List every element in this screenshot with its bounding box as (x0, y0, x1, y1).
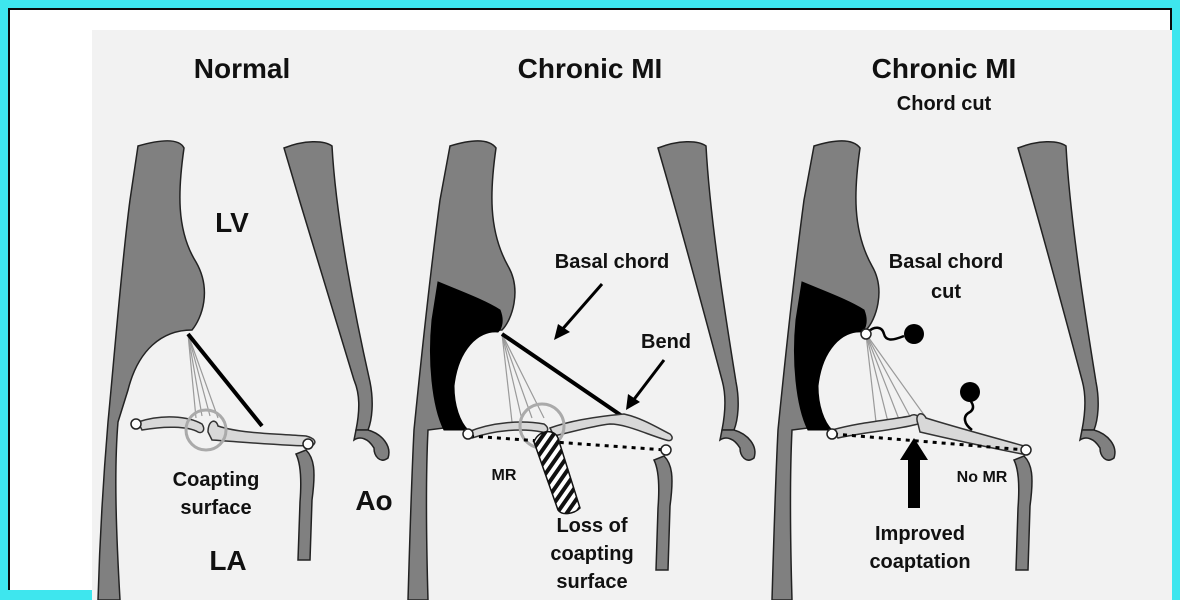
chordae-normal (188, 334, 218, 418)
anterior-leaflet (550, 414, 672, 441)
chord-stump-end (904, 324, 924, 344)
coapting-label: Coapting (173, 469, 260, 491)
up-arrow-icon (900, 438, 928, 508)
basal-chord-cut-label: cut (931, 281, 961, 303)
papillary-tip (861, 329, 871, 339)
lv-posterior-wall (408, 141, 515, 600)
panel-title: Chronic MI (518, 53, 663, 84)
improved-label: Improved (875, 523, 965, 545)
annulus-point (131, 419, 141, 429)
bend-label: Bend (641, 331, 691, 353)
panel-chord-cut: Chronic MI Chord cut Basal chord cut No … (772, 53, 1115, 600)
la-wall (654, 456, 672, 570)
panel-chronic-mi: Chronic MI Basal chord Bend MR Loss of c… (408, 53, 755, 600)
ao-label: Ao (355, 485, 392, 516)
aortic-wall (658, 142, 738, 430)
basal-chord-label: Basal chord (555, 251, 669, 273)
loss-label: Loss of (556, 515, 627, 537)
figure-frame: Normal LV Coapting surface Ao LA (8, 8, 1172, 590)
basal-chord-cut-label: Basal chord (889, 251, 1003, 273)
annulus-point (303, 439, 313, 449)
basal-chord-tethered (502, 334, 622, 416)
panel-subtitle: Chord cut (897, 93, 992, 115)
mr-jet-icon (534, 432, 580, 514)
anterior-leaflet (917, 414, 1029, 454)
panel-title: Chronic MI (872, 53, 1017, 84)
chord-stump-end (960, 382, 980, 402)
lv-label: LV (215, 207, 249, 238)
aortic-root (354, 430, 389, 460)
improved-label: coaptation (869, 551, 970, 573)
aortic-root (1080, 430, 1115, 460)
arrow-icon (626, 360, 664, 410)
panel-normal: Normal LV Coapting surface Ao LA (98, 53, 393, 600)
annulus-point (661, 445, 671, 455)
lv-posterior-wall (98, 141, 204, 600)
la-wall (296, 450, 314, 560)
posterior-leaflet (138, 417, 204, 433)
arrow-icon (554, 284, 602, 340)
cut-chord-stump (965, 398, 973, 430)
annulus-point (1021, 445, 1031, 455)
annulus-point (827, 429, 837, 439)
aortic-root (720, 430, 755, 460)
annular-plane (470, 436, 666, 450)
panel-title: Normal (194, 53, 290, 84)
mitral-valve-diagram: Normal LV Coapting surface Ao LA (92, 30, 1172, 600)
la-wall (1014, 456, 1032, 570)
annulus-point (463, 429, 473, 439)
aortic-wall (284, 142, 372, 430)
diagram-area: Normal LV Coapting surface Ao LA (92, 30, 1172, 600)
chordae-cut (866, 334, 932, 426)
no-mr-label: No MR (957, 469, 1008, 486)
loss-label: coapting (550, 543, 633, 565)
lv-posterior-wall (772, 141, 879, 600)
aortic-wall (1018, 142, 1098, 430)
cut-chord-stump (868, 328, 904, 340)
la-label: LA (209, 545, 246, 576)
mr-label: MR (492, 467, 517, 484)
coapting-label: surface (180, 497, 251, 519)
